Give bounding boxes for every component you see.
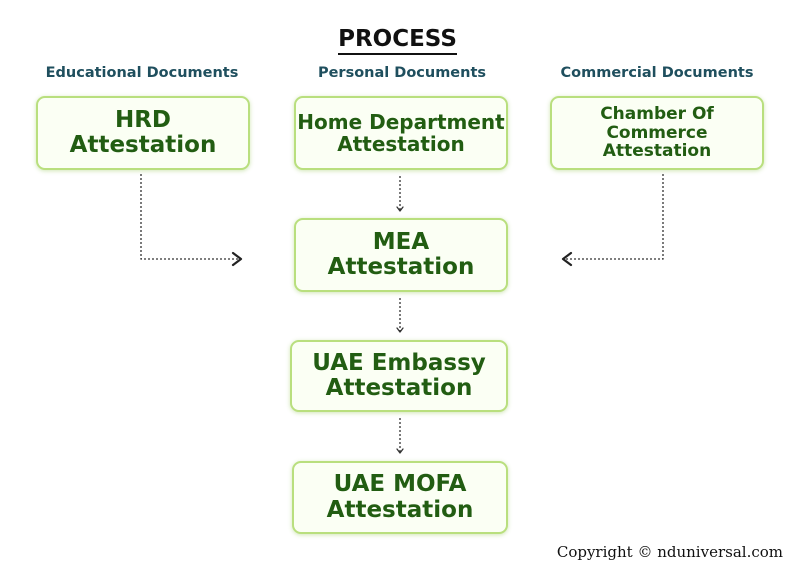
arrowhead-right-icon xyxy=(231,251,243,267)
node-chamber-of-commerce-attestation: Chamber Of Commerce Attestation xyxy=(550,96,764,170)
node-home-department-attestation: Home Department Attestation xyxy=(294,96,508,170)
node-hrd-line1: HRD xyxy=(114,106,172,133)
node-hrd-attestation: HRD Attestation xyxy=(36,96,250,170)
node-uae-embassy-attestation: UAE Embassy Attestation xyxy=(290,340,508,412)
node-mea-line2: Attestation xyxy=(327,254,475,280)
diagram-title: PROCESS xyxy=(0,26,795,55)
node-uae-embassy-line2: Attestation xyxy=(325,375,473,401)
node-chamber-of-commerce-line2: Commerce Attestation xyxy=(602,122,712,162)
copyright-text: Copyright © nduniversal.com xyxy=(556,543,783,561)
node-uae-mofa-line2: Attestation xyxy=(326,496,474,523)
node-uae-embassy-line1: UAE Embassy xyxy=(312,349,486,376)
node-uae-mofa-line1: UAE MOFA xyxy=(333,471,467,498)
arrowhead-down-icon xyxy=(396,448,404,454)
connector-hrd-to-mea xyxy=(140,174,238,260)
column-heading-personal: Personal Documents xyxy=(317,65,487,81)
node-home-department-line2: Attestation xyxy=(337,132,465,156)
arrowhead-down-icon xyxy=(396,206,404,212)
connector-chamber-to-mea xyxy=(566,174,664,260)
node-hrd-line2: Attestation xyxy=(69,132,217,158)
column-heading-commercial: Commercial Documents xyxy=(560,65,754,81)
node-home-department-line1: Home Department xyxy=(297,110,505,134)
node-mea-line1: MEA xyxy=(372,228,430,255)
node-uae-mofa-attestation: UAE MOFA Attestation xyxy=(292,461,508,534)
arrowhead-down-icon xyxy=(396,327,404,333)
arrowhead-left-icon xyxy=(561,251,573,267)
node-chamber-of-commerce-line1: Chamber Of xyxy=(600,103,714,124)
node-mea-attestation: MEA Attestation xyxy=(294,218,508,292)
diagram-title-text: PROCESS xyxy=(338,26,457,55)
column-heading-educational: Educational Documents xyxy=(45,65,239,81)
